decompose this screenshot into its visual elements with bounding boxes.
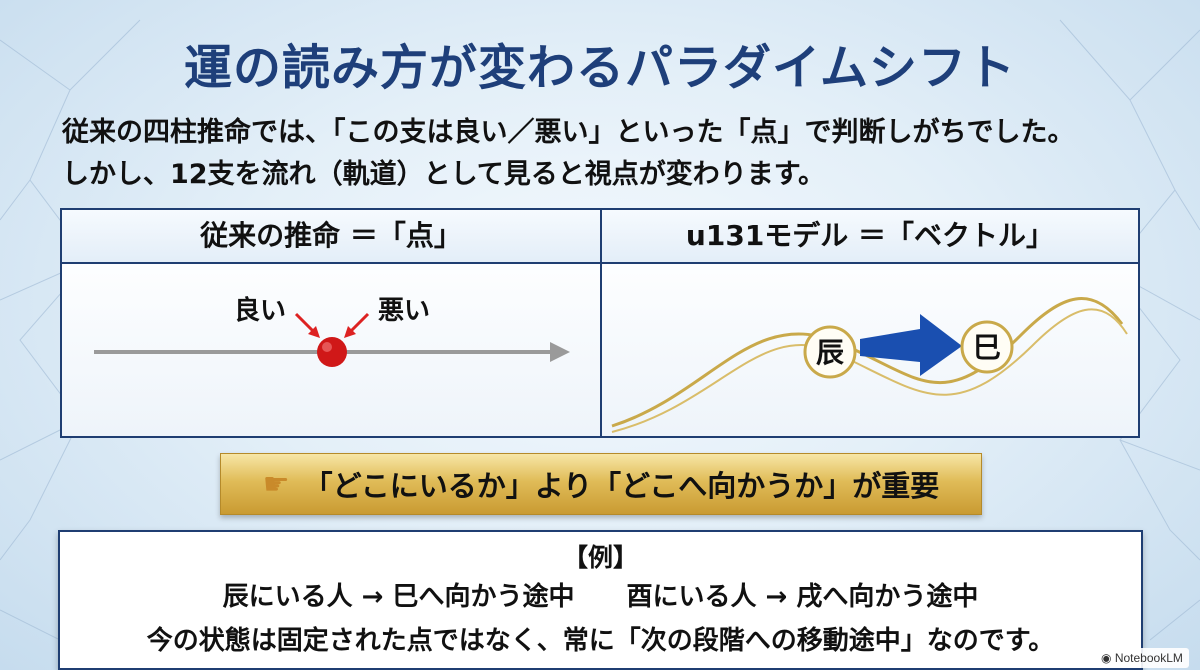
vector-diagram: 辰 巳: [602, 264, 1138, 436]
point-marker: [317, 337, 347, 367]
traditional-column: 従来の推命 ＝「点」 良い 悪い: [62, 210, 602, 436]
bad-pointer-arrowhead: [344, 326, 356, 338]
timeline-arrowhead: [550, 342, 570, 362]
bad-pointer-arrow: [348, 312, 370, 334]
point-diagram-graphic: [94, 312, 570, 367]
good-pointer-arrowhead: [308, 326, 320, 338]
notebooklm-icon: ◉: [1101, 651, 1112, 665]
key-message-banner: ☛ 「どこにいるか」より「どこへ向かうか」が重要: [220, 453, 982, 515]
vector-diagram-graphic: 辰 巳: [611, 297, 1128, 433]
orbit-curve-1: [611, 297, 1124, 428]
example-line-2: 今の状態は固定された点ではなく、常に「次の段階への移動途中」なのです。: [146, 626, 1055, 656]
from-node-label: 辰: [816, 336, 844, 369]
vector-arrow: [860, 314, 962, 376]
comparison-table: 従来の推命 ＝「点」 良い 悪い u131モデル ＝「ベクトル」: [60, 208, 1140, 438]
vector-column: u131モデル ＝「ベクトル」 辰 巳: [602, 210, 1138, 436]
traditional-header: 従来の推命 ＝「点」: [62, 210, 600, 264]
to-node-circle: [960, 320, 1014, 374]
good-label: 良い: [234, 296, 287, 326]
intro-line-1: 従来の四柱推命では、「この支は良い／悪い」といった「点」で判断しがちでした。: [62, 117, 1075, 148]
key-message-text: 「どこにいるか」より「どこへ向かうか」が重要: [303, 469, 940, 503]
notebooklm-label: NotebookLM: [1114, 651, 1183, 665]
intro-text: 従来の四柱推命では、「この支は良い／悪い」といった「点」で判断しがちでした。 し…: [62, 112, 1162, 196]
point-diagram: 良い 悪い: [62, 264, 600, 436]
vector-header: u131モデル ＝「ベクトル」: [602, 210, 1138, 264]
bad-label: 悪い: [378, 296, 431, 326]
notebooklm-badge: ◉ NotebookLM: [1095, 648, 1189, 668]
pointing-hand-icon: ☛: [262, 466, 290, 502]
example-box: 【例】 辰にいる人 → 巳へ向かう途中 酉にいる人 → 戌へ向かう途中 今の状態…: [58, 530, 1143, 670]
good-pointer-arrow: [294, 312, 316, 334]
to-node-label: 巳: [973, 331, 1001, 364]
example-title: 【例】: [562, 543, 638, 572]
intro-line-2: しかし、12支を流れ（軌道）として見ると視点が変わります。: [62, 159, 826, 190]
example-line-1: 辰にいる人 → 巳へ向かう途中 酉にいる人 → 戌へ向かう途中: [222, 582, 979, 612]
page-title: 運の読み方が変わるパラダイムシフト: [183, 40, 1017, 96]
orbit-curve-2: [611, 308, 1128, 433]
from-node-circle: [803, 325, 857, 379]
